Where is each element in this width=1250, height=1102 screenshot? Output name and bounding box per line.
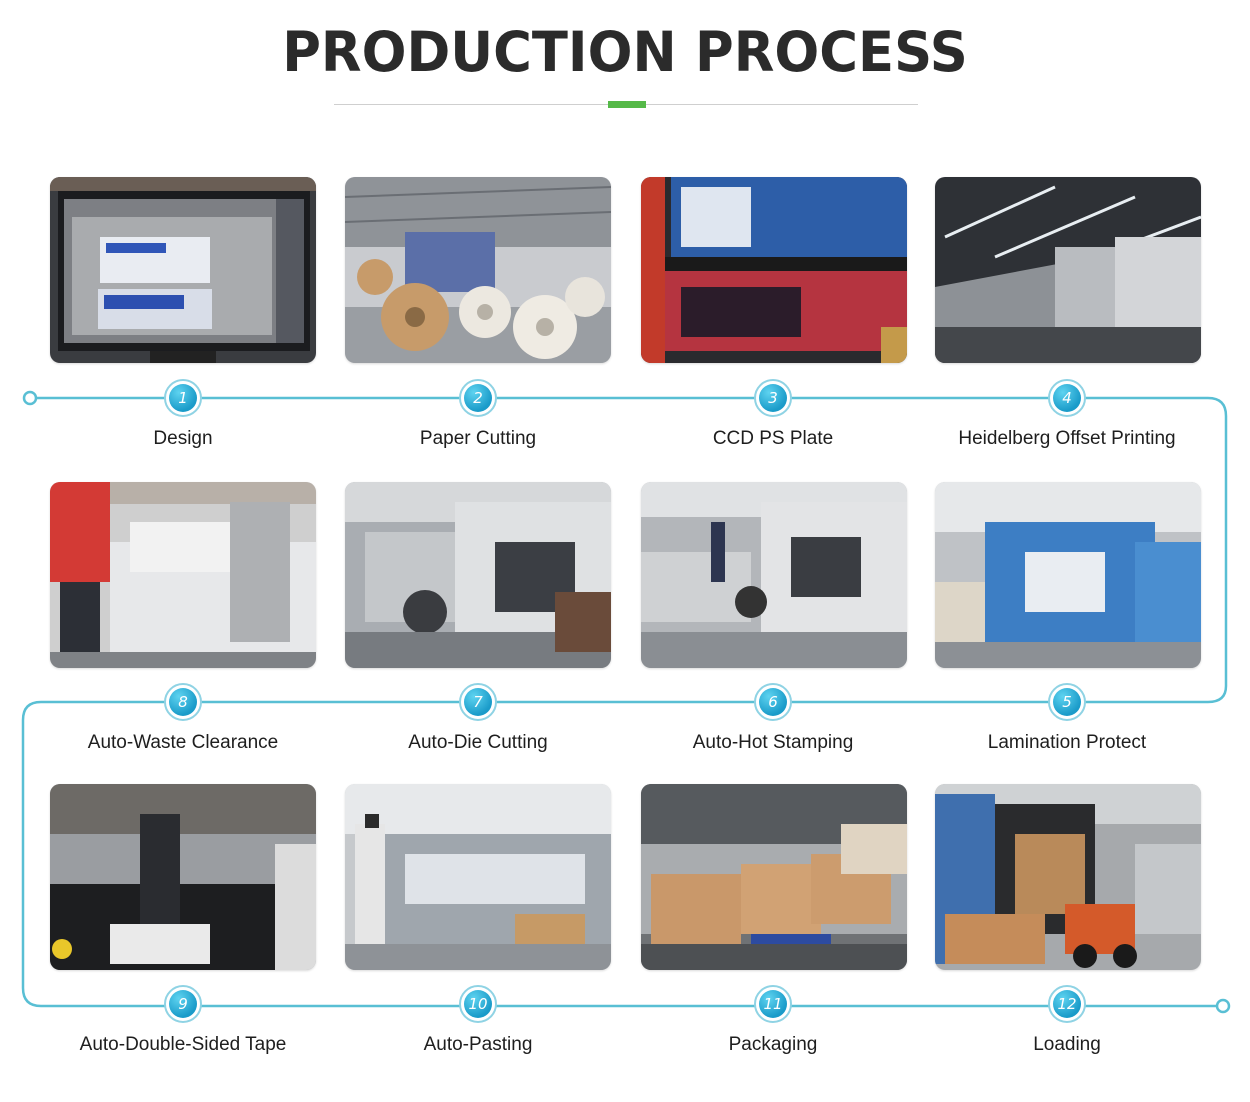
- paper-rolls-photo: [345, 177, 611, 363]
- title-accent-bar: [608, 101, 646, 108]
- tape-machine-photo: [50, 784, 316, 970]
- step-label-paper-cutting: Paper Cutting: [419, 428, 537, 449]
- design-workstation-photo: [50, 177, 316, 363]
- step-label-pasting: Auto-Pasting: [423, 1034, 533, 1055]
- step-label-ccd-ps-plate: CCD PS Plate: [712, 428, 834, 449]
- step-number: 9: [169, 990, 197, 1018]
- hot-stamping-machine-photo: [641, 482, 907, 668]
- step-number: 5: [1053, 688, 1081, 716]
- step-label-die-cutting: Auto-Die Cutting: [408, 732, 548, 753]
- container-loading-photo: [935, 784, 1201, 970]
- step-badge-3: 3: [754, 379, 792, 417]
- step-label-offset-printing: Heidelberg Offset Printing: [958, 428, 1176, 449]
- step-label-waste-clearance: Auto-Waste Clearance: [87, 732, 279, 753]
- step-number: 2: [464, 384, 492, 412]
- pasting-line-photo: [345, 784, 611, 970]
- step-number: 4: [1053, 384, 1081, 412]
- step-badge-12: 12: [1048, 985, 1086, 1023]
- step-badge-10: 10: [459, 985, 497, 1023]
- offset-press-photo: [935, 177, 1201, 363]
- die-cutting-machine-photo: [345, 482, 611, 668]
- step-number: 1: [169, 384, 197, 412]
- step-number: 7: [464, 688, 492, 716]
- step-label-hot-stamping: Auto-Hot Stamping: [692, 732, 854, 753]
- step-label-lamination: Lamination Protect: [987, 732, 1147, 753]
- step-number: 10: [464, 990, 492, 1018]
- step-number: 3: [759, 384, 787, 412]
- printing-plate-photo: [641, 177, 907, 363]
- lamination-machine-photo: [935, 482, 1201, 668]
- step-badge-2: 2: [459, 379, 497, 417]
- step-number: 6: [759, 688, 787, 716]
- packaged-cartons-photo: [641, 784, 907, 970]
- step-label-design: Design: [153, 428, 213, 449]
- step-number: 12: [1053, 990, 1081, 1018]
- step-badge-7: 7: [459, 683, 497, 721]
- step-badge-6: 6: [754, 683, 792, 721]
- step-badge-11: 11: [754, 985, 792, 1023]
- step-badge-9: 9: [164, 985, 202, 1023]
- step-label-packaging: Packaging: [728, 1034, 818, 1055]
- step-badge-5: 5: [1048, 683, 1086, 721]
- page-title: PRODUCTION PROCESS: [282, 20, 968, 84]
- step-label-double-sided-tape: Auto-Double-Sided Tape: [79, 1034, 287, 1055]
- step-badge-4: 4: [1048, 379, 1086, 417]
- waste-clearance-photo: [50, 482, 316, 668]
- step-number: 11: [759, 990, 787, 1018]
- step-badge-8: 8: [164, 683, 202, 721]
- step-badge-1: 1: [164, 379, 202, 417]
- step-label-loading: Loading: [1033, 1034, 1101, 1055]
- step-number: 8: [169, 688, 197, 716]
